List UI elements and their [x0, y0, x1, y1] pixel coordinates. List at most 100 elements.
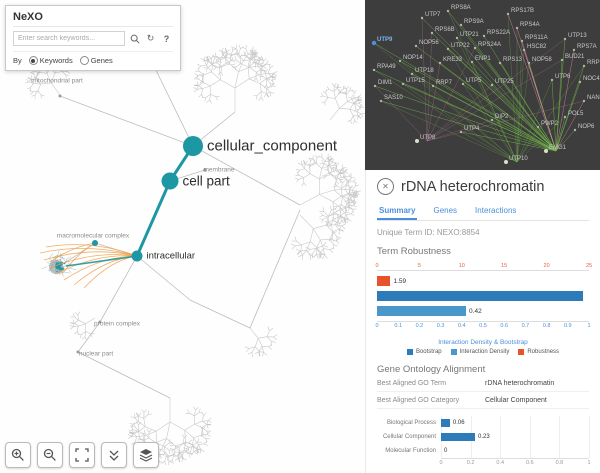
gene-label[interactable]: UTP21 — [460, 32, 479, 38]
gene-label[interactable]: UTP9 — [377, 37, 393, 43]
fit-screen-button[interactable] — [69, 442, 95, 468]
double-chevron-icon — [109, 450, 119, 461]
search-icon[interactable] — [128, 32, 141, 45]
term-node-cell part[interactable] — [161, 172, 179, 190]
radio-genes-circle[interactable] — [79, 56, 89, 65]
gene-label[interactable]: UTP13 — [568, 33, 587, 39]
layers-icon — [139, 449, 153, 462]
gene-label[interactable]: UTP4 — [464, 126, 480, 132]
gene-label[interactable]: UTP8 — [420, 135, 436, 141]
close-icon[interactable]: ✕ — [377, 178, 394, 195]
selected-path-edge — [135, 144, 195, 258]
go-alignment-table: Best Aligned GO Term rDNA heterochromati… — [377, 375, 589, 409]
gene-label[interactable]: NOP14 — [403, 55, 423, 61]
gene-label[interactable]: RPS24A — [478, 42, 502, 48]
term-title: rDNA heterochromatin — [401, 178, 545, 195]
gene-label[interactable]: BUD21 — [565, 54, 585, 60]
gene-label[interactable]: UTP10 — [509, 156, 528, 162]
tab-interactions[interactable]: Interactions — [475, 206, 517, 215]
go-chart-bar — [441, 433, 476, 441]
tab-summary[interactable]: Summary — [377, 203, 418, 220]
term-node-intracellular[interactable] — [131, 250, 143, 262]
layers-button[interactable] — [133, 442, 159, 468]
robustness-value: 1.59 — [393, 277, 407, 285]
radio-keywords-circle[interactable] — [28, 56, 38, 65]
zoom-in-button[interactable] — [5, 442, 31, 468]
robustness-heading: Term Robustness — [377, 246, 451, 257]
gene-label[interactable]: DIP2 — [495, 114, 509, 120]
app-title: NeXO — [13, 11, 173, 27]
gene-label[interactable]: UTP5 — [466, 78, 482, 84]
search-input[interactable] — [13, 31, 125, 46]
gene-label[interactable]: UTP6 — [555, 74, 571, 80]
gene-label[interactable]: DIM1 — [378, 80, 393, 86]
gene-label[interactable]: RPS9A — [464, 19, 484, 25]
gene-label[interactable]: RPS8A — [451, 5, 471, 11]
gene-label[interactable]: RPS17B — [511, 8, 535, 14]
unique-term-id: Unique Term ID: NEXO:8854 — [377, 228, 589, 237]
interaction-edges-graphic — [371, 9, 586, 164]
gene-label[interactable]: PWP2 — [541, 121, 559, 127]
interaction-density-value: 0.42 — [469, 307, 482, 315]
gene-label[interactable]: RPS7A — [577, 44, 597, 50]
gene-label[interactable]: ENP1 — [475, 56, 491, 62]
gene-label[interactable]: NAN1 — [587, 95, 600, 101]
gene-label[interactable]: SAS10 — [384, 95, 403, 101]
zoom-in-icon — [11, 448, 24, 461]
go-chart-category: Molecular Function — [385, 448, 436, 454]
gene-label[interactable]: RRP7 — [436, 80, 453, 86]
legend-item: Robustness — [518, 349, 559, 355]
gene-label[interactable]: EMG1 — [549, 145, 567, 151]
go-alignment-heading: Gene Ontology Alignment — [377, 364, 486, 375]
help-icon[interactable]: ? — [163, 33, 170, 44]
go-term-label: Best Aligned GO Term — [377, 380, 447, 387]
gene-label[interactable]: RPS4A — [520, 22, 540, 28]
radio-keywords[interactable]: Keywords — [28, 56, 73, 65]
expand-levels-button[interactable] — [101, 442, 127, 468]
go-row-term: Best Aligned GO Term rDNA heterochromati… — [377, 375, 589, 392]
gene-label[interactable]: NOP58 — [532, 57, 552, 63]
legend-swatch — [518, 349, 525, 355]
legend-item: Bootstrap — [406, 349, 442, 355]
go-chart-value: 0 — [444, 448, 448, 454]
gene-label[interactable]: RPS22A — [487, 30, 511, 36]
orange-edges — [39, 242, 138, 289]
term-node-cellular_component[interactable] — [183, 136, 203, 156]
gene-label[interactable]: UTP15 — [406, 78, 425, 84]
gene-label[interactable]: UTP25 — [495, 79, 514, 85]
gene-label[interactable]: KRE33 — [443, 57, 463, 63]
gene-label[interactable]: RPS13 — [503, 57, 523, 63]
go-row-category: Best Aligned GO Category Cellular Compon… — [377, 392, 589, 409]
gene-label[interactable]: UTP18 — [415, 68, 434, 74]
detail-tabs: Summary Genes Interactions — [377, 203, 589, 221]
go-term-value: rDNA heterochromatin — [485, 380, 555, 387]
gene-label[interactable]: RPA49 — [377, 64, 396, 70]
interaction-network-panel[interactable]: RPS8A UTP7 RPS17B RPS9A RPS4A RPS6B UTP21 RPS22… — [365, 0, 600, 170]
zoom-out-button[interactable] — [37, 442, 63, 468]
tab-genes[interactable]: Genes — [433, 206, 458, 215]
go-chart-value: 0.23 — [478, 434, 490, 440]
zoom-out-icon — [43, 448, 56, 461]
ontology-tree-graphic — [25, 21, 365, 466]
gene-label[interactable]: RRP5 — [587, 60, 600, 66]
radio-genes[interactable]: Genes — [79, 56, 113, 65]
gene-label[interactable]: NOC4 — [583, 76, 600, 82]
go-chart-value: 0.06 — [452, 420, 465, 426]
gene-label[interactable]: POL5 — [568, 111, 584, 117]
gene-label[interactable]: NOP6 — [578, 124, 595, 130]
reset-icon[interactable]: ↻ — [146, 33, 155, 43]
gene-label[interactable]: NOP56 — [419, 40, 439, 46]
gene-label[interactable]: HSC82 — [527, 44, 547, 50]
canvas-toolbar — [5, 442, 159, 468]
term-detail-panel: ✕ rDNA heterochromatin Summary Genes Int… — [365, 170, 600, 473]
gene-label[interactable]: UTP7 — [425, 12, 441, 18]
search-panel: NeXO ↻ ? By Keywords Genes — [5, 5, 181, 71]
gene-label[interactable]: RPS6B — [435, 27, 455, 33]
gene-label[interactable]: RPS11A — [525, 35, 548, 41]
gene-label[interactable]: UTP22 — [451, 43, 470, 49]
